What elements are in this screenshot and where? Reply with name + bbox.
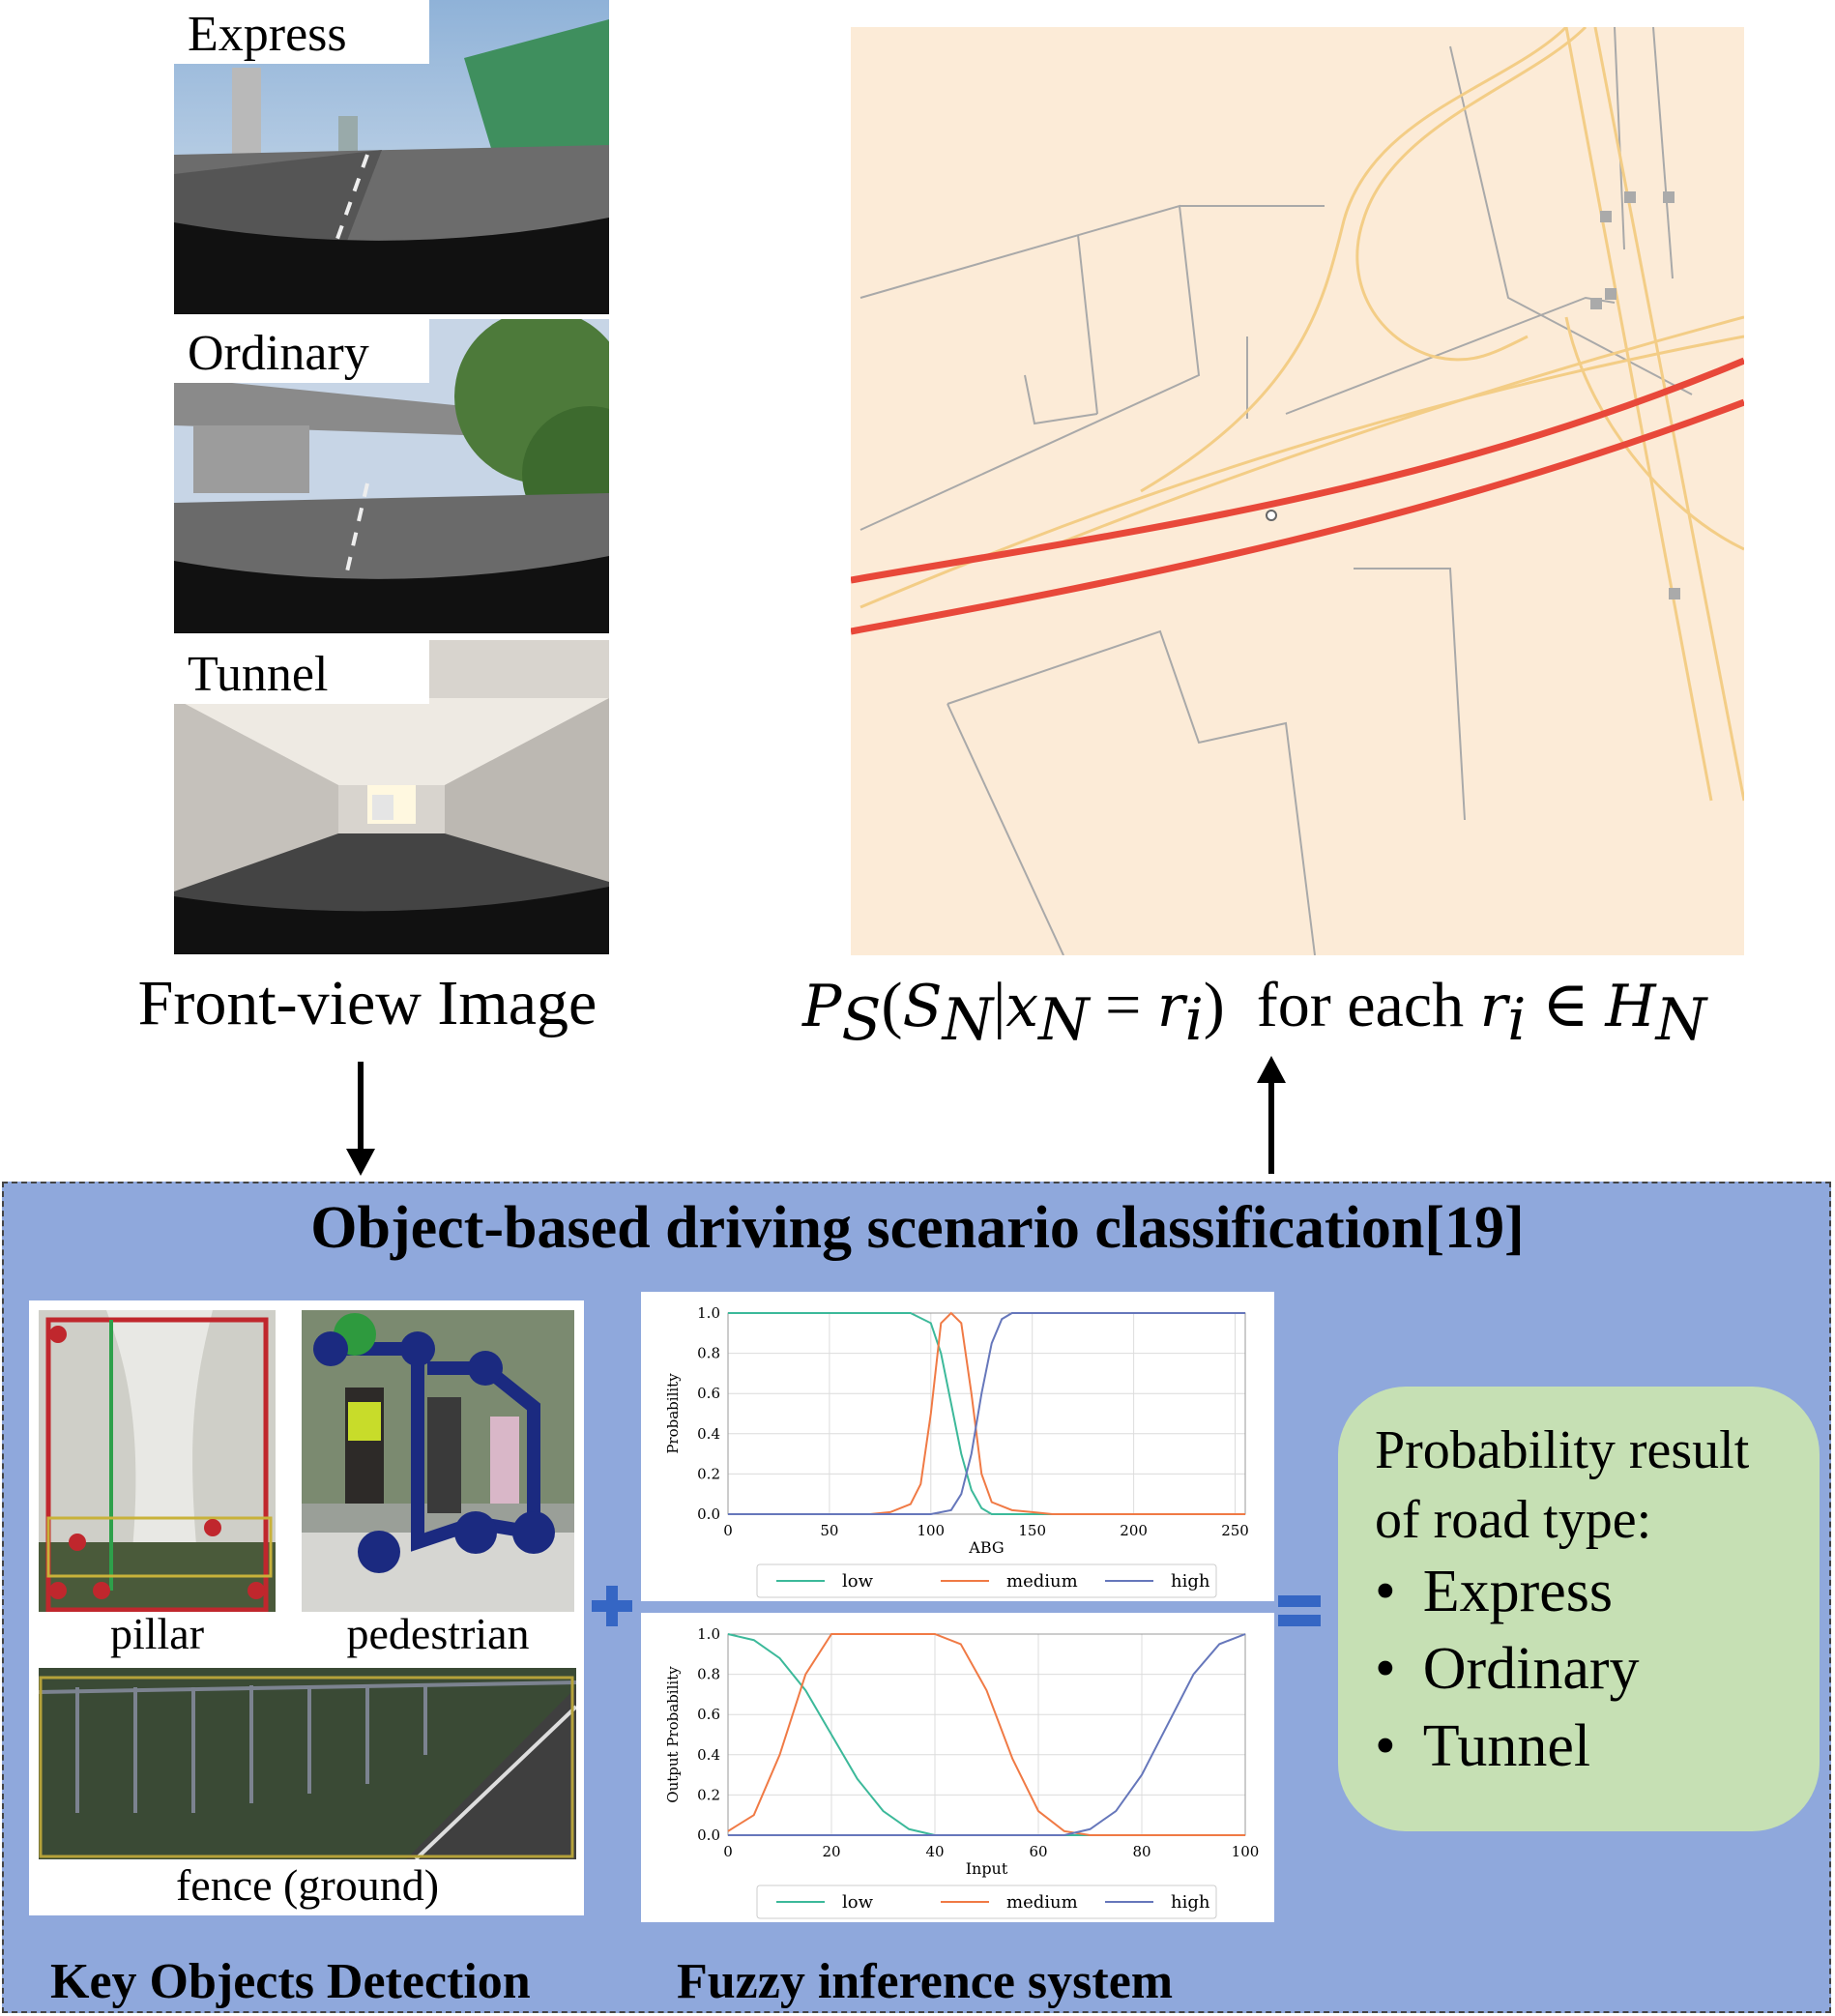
result-heading: Probability result of road type: (1375, 1420, 1750, 1550)
y-tick-label: 0.6 (697, 1706, 720, 1723)
x-tick-label: 50 (820, 1522, 838, 1539)
formula-sub-i-2: i (1507, 986, 1527, 1055)
probability-formula: PS(SN|xN = ri) for each ri ∈ HN (802, 970, 1707, 1055)
formula-equals: = (1105, 970, 1142, 1040)
legend-label-medium: medium (1006, 1571, 1078, 1592)
fence-image (39, 1668, 576, 1859)
formula-s: S (902, 973, 943, 1040)
result-item-tunnel: Tunnel (1375, 1708, 1640, 1785)
result-box: Probability result of road type: Express… (1338, 1387, 1820, 1831)
arrow-up-icon (1257, 1056, 1286, 1176)
y-tick-label: 0.2 (697, 1786, 720, 1803)
fence-label: fence (ground) (175, 1860, 440, 1910)
legend-label-medium: medium (1006, 1892, 1078, 1913)
formula-h: H (1605, 973, 1656, 1040)
road-map (851, 27, 1744, 955)
tunnel-label: Tunnel (174, 640, 429, 704)
x-axis-label: ABG (968, 1538, 1004, 1557)
footer-key-objects: Key Objects Detection (50, 1954, 531, 2009)
result-item-ordinary: Ordinary (1375, 1630, 1640, 1708)
plot-frame (727, 1312, 1246, 1515)
y-tick-label: 1.0 (697, 1625, 720, 1643)
ordinary-label: Ordinary (174, 319, 429, 383)
series-line-low (728, 1312, 1245, 1515)
y-tick-label: 0.6 (697, 1385, 720, 1402)
series-line-low (727, 1633, 1245, 1836)
equals-icon (1278, 1595, 1321, 1626)
formula-p: P (802, 973, 842, 1040)
result-list: Express Ordinary Tunnel (1375, 1553, 1640, 1785)
formula-sub-n-2: N (1038, 986, 1090, 1055)
legend-label-low: low (842, 1892, 874, 1913)
ordinary-photo: Ordinary (174, 319, 609, 633)
y-tick-label: 0.4 (697, 1746, 720, 1764)
formula-x: x (1005, 973, 1039, 1040)
y-axis-label: Output Probability (664, 1666, 682, 1803)
y-tick-label: 0.8 (697, 1666, 720, 1683)
y-axis-label: Probability (664, 1373, 682, 1454)
formula-sub-n-3: N (1655, 986, 1707, 1055)
y-tick-label: 0.0 (697, 1505, 720, 1523)
formula-sub-s: S (841, 986, 882, 1055)
y-tick-label: 0.0 (697, 1826, 720, 1844)
formula-in: ∈ (1541, 970, 1589, 1040)
pedestrian-image (302, 1310, 574, 1612)
result-item-express: Express (1375, 1553, 1640, 1630)
pedestrian-label: pedestrian (346, 1609, 530, 1658)
y-tick-label: 0.2 (697, 1465, 720, 1482)
express-photo: Express (174, 0, 609, 314)
pillar-label: pillar (109, 1609, 205, 1658)
x-tick-label: 100 (917, 1522, 945, 1539)
x-axis-label: Input (966, 1859, 1008, 1878)
series-line-high (728, 1633, 1246, 1836)
x-tick-label: 80 (1132, 1843, 1151, 1860)
x-tick-label: 250 (1221, 1522, 1249, 1539)
formula-text: for each (1256, 970, 1465, 1040)
tunnel-photo: Tunnel (174, 640, 609, 954)
formula-sub-n: N (942, 986, 994, 1055)
formula-r: r (1156, 973, 1185, 1040)
pillar-image (39, 1310, 276, 1612)
legend-label-high: high (1171, 1571, 1210, 1592)
x-tick-label: 20 (822, 1843, 840, 1860)
x-tick-label: 200 (1120, 1522, 1148, 1539)
plus-icon (592, 1586, 632, 1626)
formula-r-2: r (1479, 973, 1508, 1040)
y-tick-label: 1.0 (697, 1304, 720, 1322)
formula-sub-i: i (1184, 986, 1204, 1055)
plot-frame (727, 1633, 1246, 1836)
x-tick-label: 0 (723, 1522, 733, 1539)
legend-label-high: high (1171, 1892, 1210, 1913)
legend-label-low: low (842, 1571, 874, 1592)
express-label: Express (174, 0, 429, 64)
series-line-medium (728, 1311, 1245, 1515)
y-tick-label: 0.8 (697, 1345, 720, 1362)
front-view-caption: Front-view Image (137, 968, 597, 1038)
series-line-high (728, 1312, 1245, 1515)
x-tick-label: 150 (1018, 1522, 1046, 1539)
footer-fuzzy-system: Fuzzy inference system (677, 1954, 1174, 2009)
y-tick-label: 0.4 (697, 1425, 720, 1443)
panel-title: Object-based driving scenario classifica… (310, 1195, 1525, 1261)
x-tick-label: 100 (1232, 1843, 1260, 1860)
arrow-down-icon (346, 1062, 375, 1178)
x-tick-label: 0 (723, 1843, 733, 1860)
x-tick-label: 40 (925, 1843, 944, 1860)
key-objects-box: pillar pedestrian fence (ground) (29, 1300, 584, 1915)
x-tick-label: 60 (1029, 1843, 1047, 1860)
series-line-medium (727, 1633, 1245, 1836)
